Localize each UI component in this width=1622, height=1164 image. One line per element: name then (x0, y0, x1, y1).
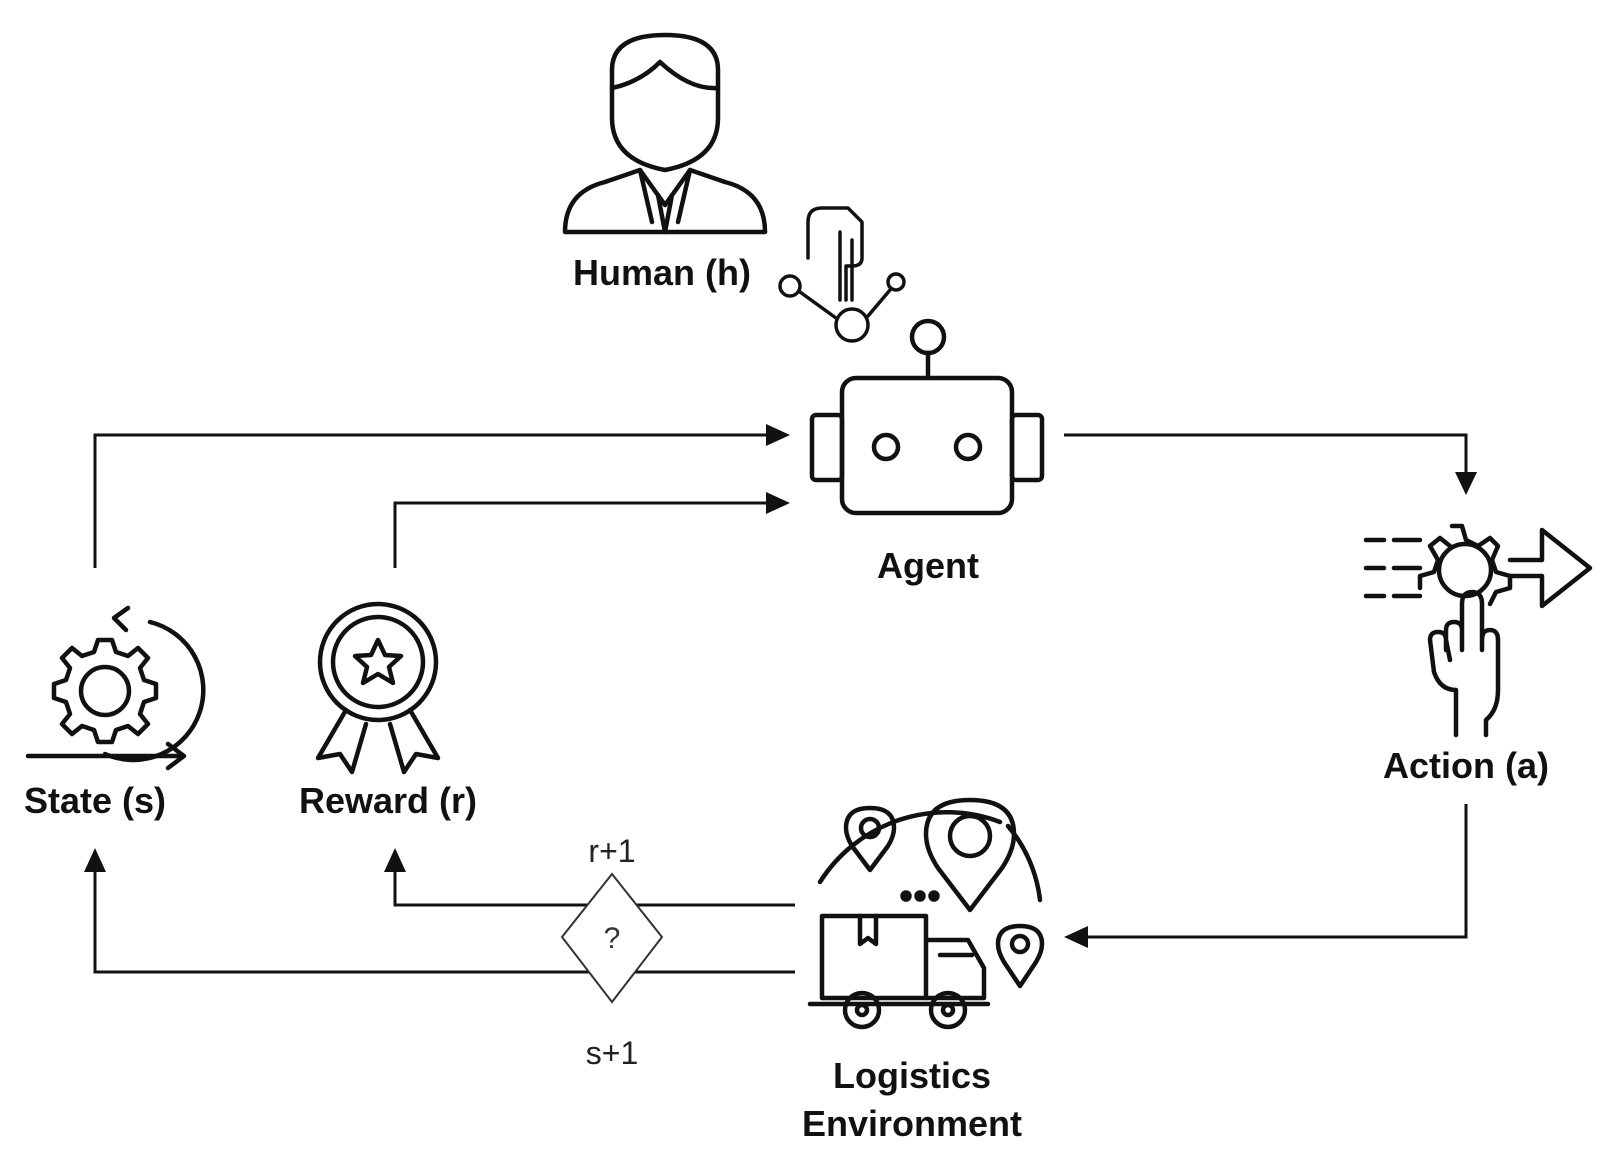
agent-label: Agent (877, 545, 979, 586)
state-next-label: s+1 (586, 1035, 638, 1071)
action-icon (1363, 523, 1593, 738)
reward-next-label: r+1 (588, 833, 635, 869)
edge-environment-to-state (93, 860, 795, 974)
edge-action-to-environment (1072, 804, 1468, 939)
reward-icon (315, 601, 441, 775)
environment-label-line2: Environment (802, 1103, 1022, 1144)
human-label: Human (h) (573, 252, 751, 293)
edge-environment-to-reward (393, 860, 795, 907)
reward-label: Reward (r) (299, 780, 477, 821)
decision-diamond: ? (560, 872, 664, 1004)
state-icon (25, 605, 206, 771)
edge-state-to-agent (93, 433, 782, 568)
human-icon (562, 32, 768, 235)
action-label: Action (a) (1383, 745, 1549, 786)
decision-label: ? (604, 922, 621, 955)
logistics-icon (807, 797, 1045, 1030)
edge-reward-to-agent (393, 501, 782, 568)
robot-icon (809, 318, 1045, 516)
state-label: State (s) (24, 780, 166, 821)
environment-label-line1: Logistics (833, 1055, 991, 1096)
edge-agent-to-action (1064, 433, 1468, 483)
connectors (84, 424, 1477, 974)
feedback-icon (778, 206, 906, 343)
